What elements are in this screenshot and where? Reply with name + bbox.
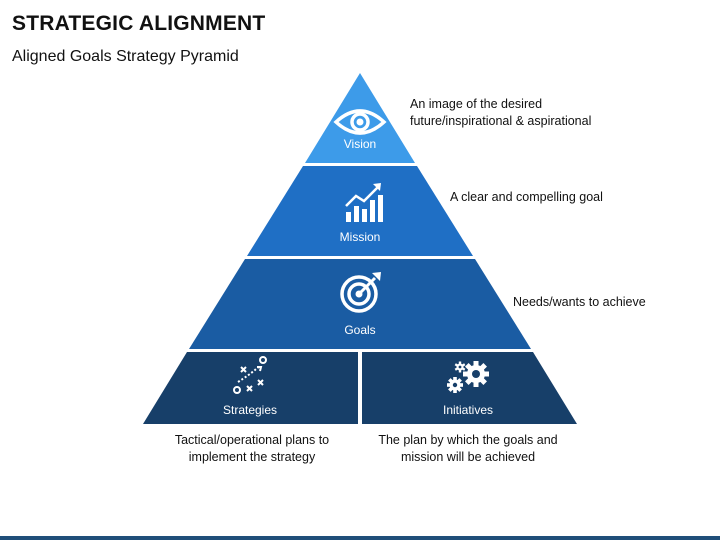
initiatives-label: Initiatives — [443, 403, 493, 417]
pyramid-tier-vision[interactable]: Vision — [305, 73, 415, 163]
pyramid-tier-mission[interactable]: Mission — [247, 166, 473, 256]
page-subtitle: Aligned Goals Strategy Pyramid — [12, 48, 239, 65]
footer-bar — [0, 536, 720, 540]
gears-icon — [447, 361, 489, 393]
pyramid-tier-strategies[interactable]: Strategies — [143, 352, 358, 424]
goals-description: Needs/wants to achieve — [513, 295, 646, 309]
page-title: STRATEGIC ALIGNMENT — [12, 12, 266, 35]
mission-description: A clear and compelling goal — [450, 190, 603, 204]
vision-description: An image of the desired future/inspirati… — [410, 97, 592, 128]
goals-label: Goals — [344, 323, 375, 337]
strategies-label: Strategies — [223, 403, 277, 417]
initiatives-description: The plan by which the goals and mission … — [378, 433, 558, 464]
mission-label: Mission — [340, 230, 381, 244]
target-icon — [340, 272, 381, 313]
tactics-play-icon — [233, 356, 267, 394]
pyramid-tier-initiatives[interactable]: Initiatives — [362, 352, 577, 424]
growth-chart-icon — [345, 183, 383, 222]
strategies-description: Tactical/operational plans to implement … — [174, 433, 330, 464]
vision-label: Vision — [344, 137, 376, 151]
eye-icon — [333, 109, 387, 135]
pyramid-tier-goals[interactable]: Goals — [189, 259, 531, 349]
